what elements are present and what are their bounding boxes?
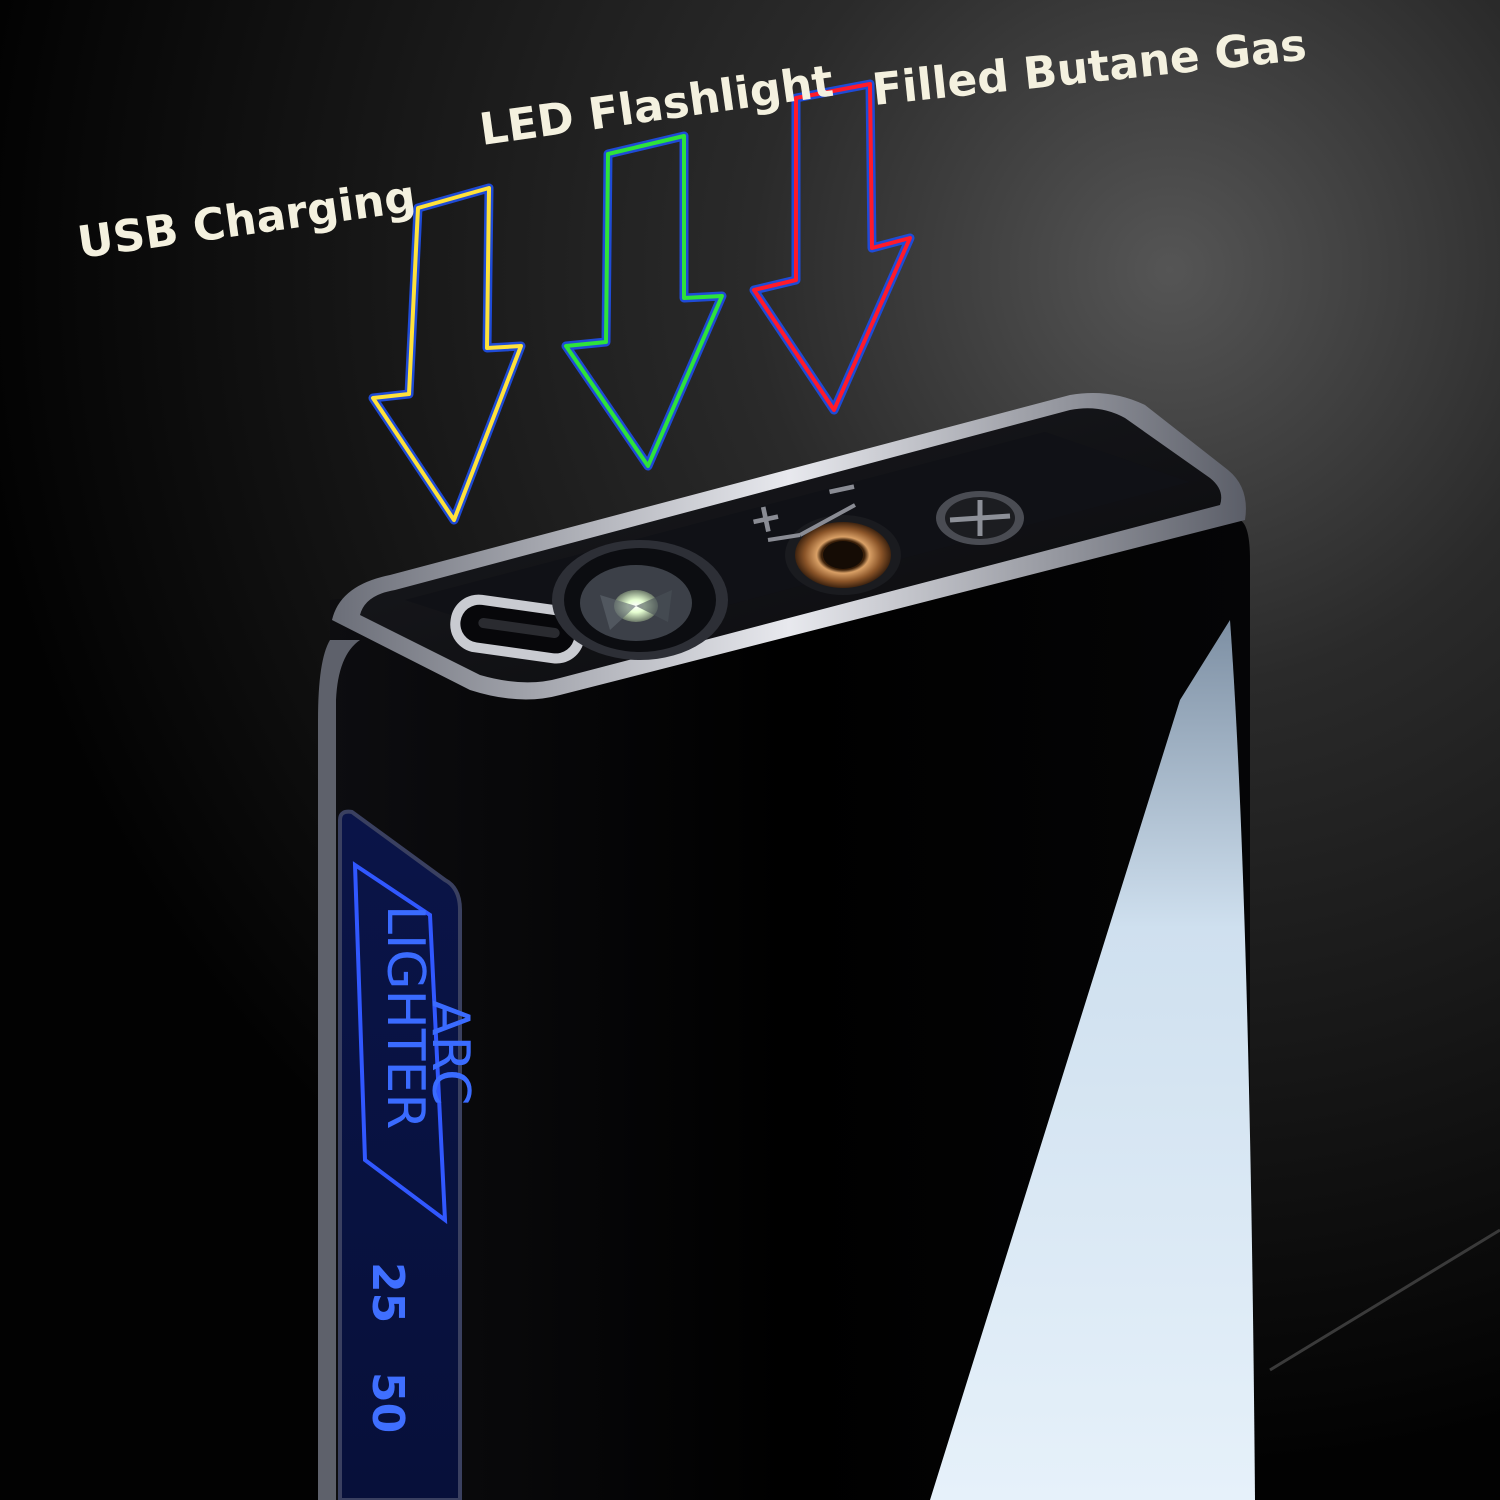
lcd-number-25: 25: [362, 1262, 413, 1323]
left-edge: [318, 640, 360, 1500]
led-flashlight: [552, 540, 728, 660]
arrow-usb-charging: [368, 183, 526, 525]
lcd-display: LIGHTER ARC 25 50: [338, 809, 480, 1500]
lcd-number-50: 50: [362, 1372, 413, 1433]
direction-mark: [767, 503, 856, 542]
lcd-brand-line1: ARC: [420, 1000, 480, 1105]
background-cable: [1269, 1228, 1500, 1372]
lcd-brand-line2: LIGHTER: [375, 905, 435, 1129]
usb-port: [450, 594, 585, 664]
body-reflection: [930, 620, 1255, 1500]
butane-valve: [785, 515, 901, 595]
arrow-filled-butane-gas: [749, 79, 915, 415]
screw: [936, 491, 1024, 545]
arrow-led-flashlight: [561, 131, 727, 471]
